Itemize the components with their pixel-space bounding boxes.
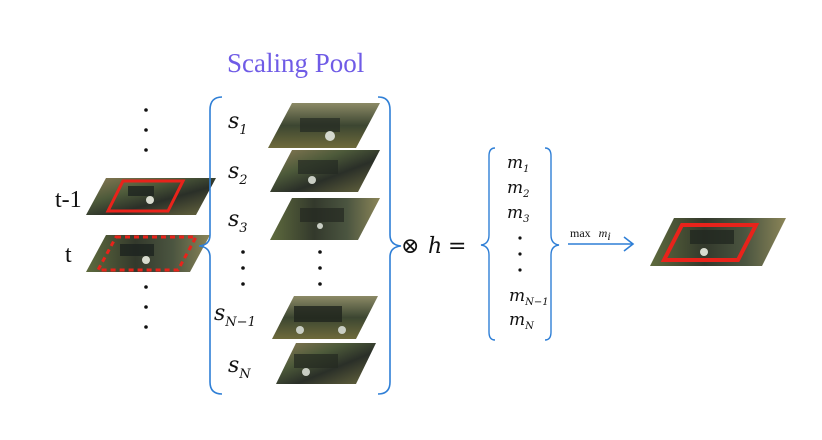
response-m1: m1 [507, 153, 530, 175]
response-m2: m2 [507, 178, 530, 200]
frame-curr-search-box [95, 235, 199, 272]
response-right-brace [544, 147, 560, 341]
arrow-label: max mi [570, 224, 611, 243]
frame-prev-label: t-1 [55, 187, 82, 213]
max-arrow [568, 236, 635, 252]
scale-label-s3: s3 [228, 207, 248, 236]
response-mN1: mN−1 [509, 286, 549, 308]
filter-h: h [428, 234, 442, 259]
diagram-title: Scaling Pool [227, 48, 364, 78]
output-frame [650, 218, 786, 266]
response-ellipsis [518, 236, 522, 272]
pool-ellipsis-left [241, 250, 245, 286]
frame-curr [86, 235, 210, 272]
frame-prev-box [105, 179, 186, 213]
output-box [660, 223, 760, 262]
ellipsis-top [144, 108, 148, 152]
pool-left-brace [198, 96, 223, 395]
frame-prev [86, 178, 216, 215]
pool-ellipsis-right [318, 250, 322, 286]
equals-sign: = [448, 234, 466, 259]
scale-label-sN: sN [228, 353, 251, 382]
pool-right-brace [377, 96, 402, 395]
ellipsis-bottom [144, 285, 148, 329]
response-m3: m3 [507, 203, 530, 225]
scale-label-sN1: sN−1 [214, 301, 256, 330]
scale-label-s2: s2 [228, 159, 248, 188]
response-left-brace [480, 147, 496, 341]
response-mN: mN [509, 310, 535, 332]
frame-curr-label: t [65, 242, 72, 268]
scale-label-s1: s1 [228, 109, 248, 138]
convolution-operator: ⊗ [401, 234, 419, 259]
